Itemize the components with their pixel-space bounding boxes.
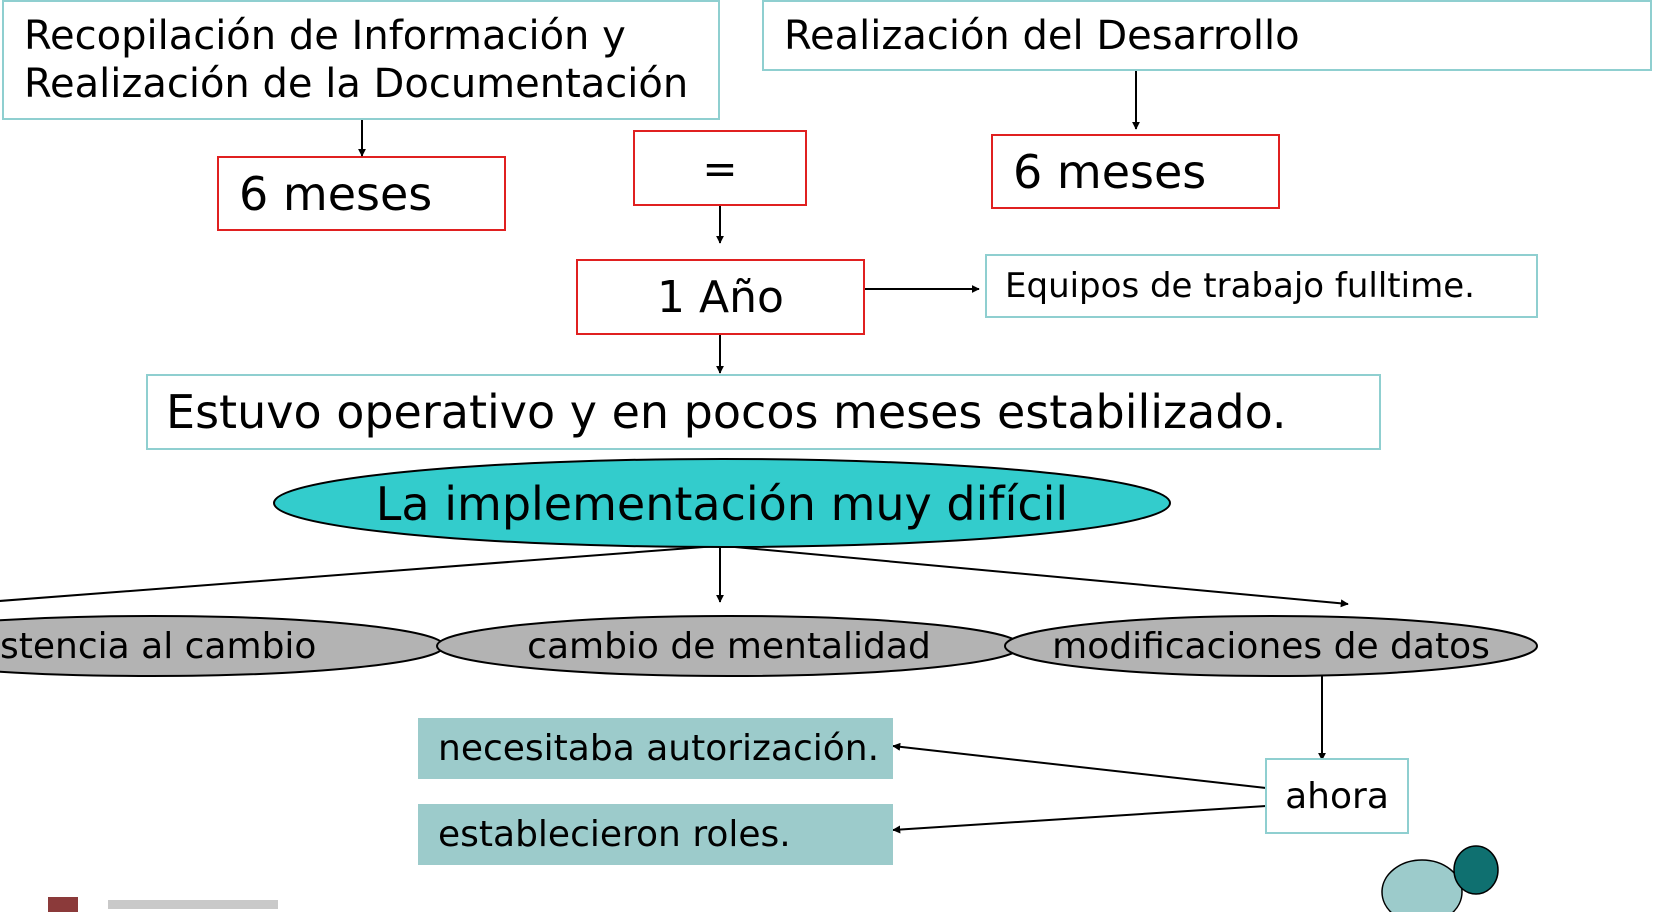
- recopilacion-box: Recopilación de Información y Realizació…: [2, 0, 720, 120]
- meses-left-label: 6 meses: [239, 166, 433, 221]
- ahora-box: ahora: [1265, 758, 1409, 834]
- implementacion-label: La implementación muy difícil: [375, 477, 1069, 531]
- cambio-label: cambio de mentalidad: [527, 626, 931, 667]
- emblem-icon: [48, 897, 78, 912]
- estuvo-box: Estuvo operativo y en pocos meses estabi…: [146, 374, 1381, 450]
- estuvo-label: Estuvo operativo y en pocos meses estabi…: [166, 385, 1287, 439]
- recopilacion-line-1: Recopilación de Información y: [24, 13, 626, 59]
- logo-teal-shape: [1381, 859, 1463, 912]
- realizacion-label: Realización del Desarrollo: [784, 12, 1300, 59]
- establecieron-box: establecieron roles.: [418, 804, 893, 865]
- establecieron-label: establecieron roles.: [438, 814, 791, 855]
- meses-left-box: 6 meses: [217, 156, 506, 231]
- recopilacion-line-2: Realización de la Documentación: [24, 61, 689, 107]
- arrow-impl-to-modificaciones: [723, 545, 1349, 608]
- emblem-text-strip: [108, 900, 278, 909]
- arrow-impl-to-resistencia: [0, 545, 718, 602]
- arrow-ahora-to-necesitaba: [892, 742, 1267, 789]
- equals-box: =: [633, 130, 807, 206]
- modificaciones-ellipse: [1004, 615, 1538, 677]
- implementacion-ellipse: [273, 458, 1171, 548]
- anio-label: 1 Año: [657, 271, 784, 323]
- meses-right-label: 6 meses: [1013, 144, 1207, 199]
- meses-right-box: 6 meses: [991, 134, 1280, 209]
- equipos-label: Equipos de trabajo fulltime.: [1005, 266, 1475, 306]
- arrow-ahora-to-establecieron: [892, 805, 1267, 834]
- ahora-label: ahora: [1285, 775, 1389, 817]
- realizacion-box: Realización del Desarrollo: [762, 0, 1652, 71]
- equals-label: =: [702, 143, 738, 193]
- anio-box: 1 Año: [576, 259, 865, 335]
- logo-dark-shape: [1453, 845, 1499, 895]
- necesitaba-label: necesitaba autorización.: [438, 728, 880, 769]
- resistencia-label: stencia al cambio: [0, 626, 317, 667]
- modificaciones-label: modificaciones de datos: [1052, 626, 1490, 667]
- equipos-box: Equipos de trabajo fulltime.: [985, 254, 1538, 318]
- necesitaba-box: necesitaba autorización.: [418, 718, 893, 779]
